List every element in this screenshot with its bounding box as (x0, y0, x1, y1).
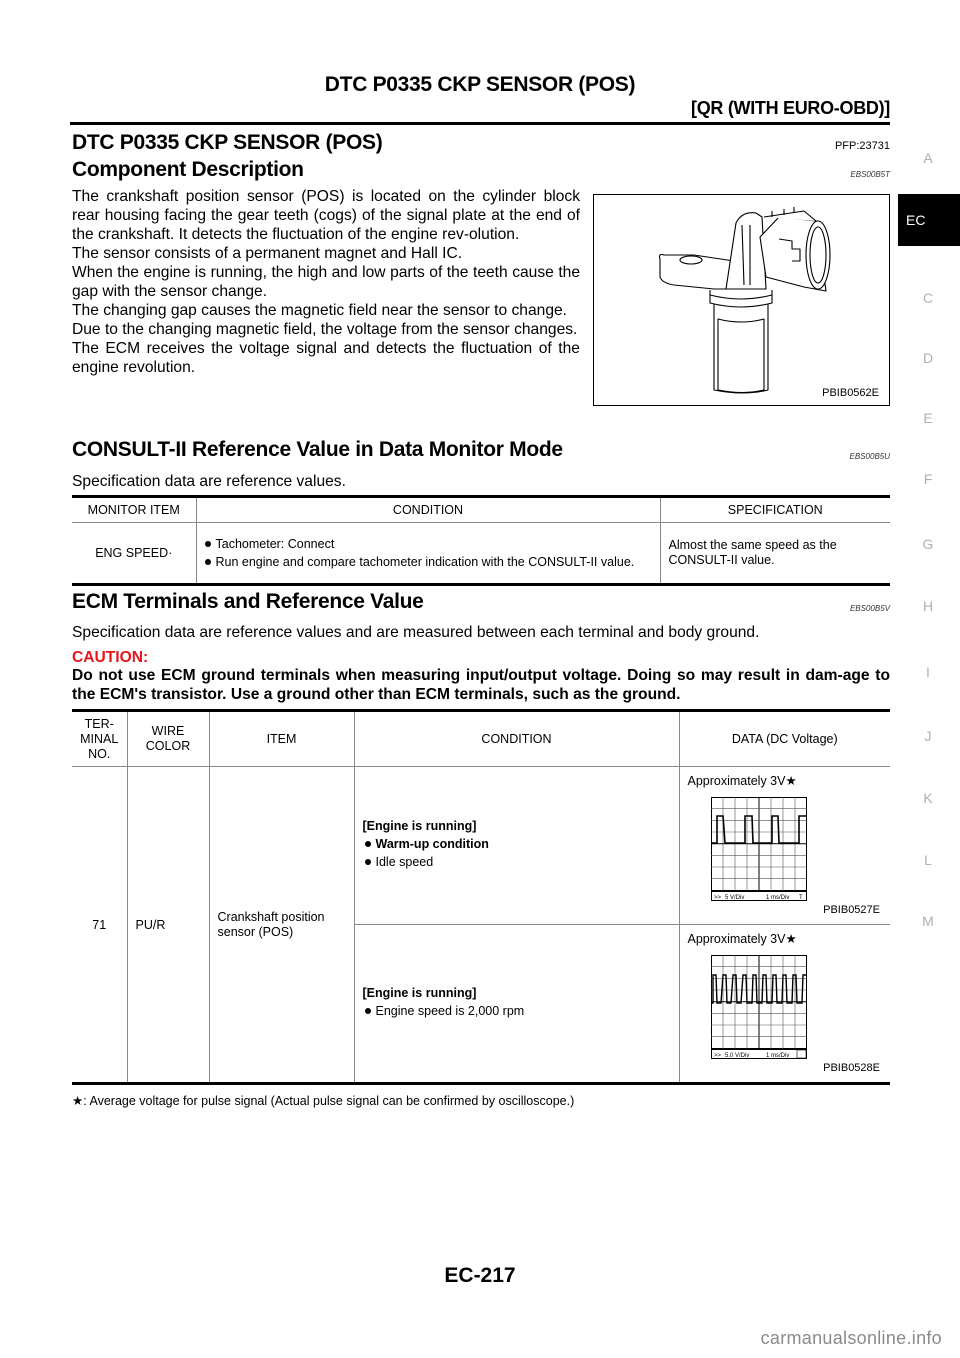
tab-i[interactable]: I (926, 664, 930, 680)
footnote: ★: Average voltage for pulse signal (Act… (72, 1093, 574, 1108)
tab-k[interactable]: K (923, 790, 933, 806)
tab-e[interactable]: E (923, 410, 933, 426)
figure-code: PBIB0528E (823, 1062, 880, 1074)
ecm-terminals-table: TER- MINAL NO. WIRE COLOR ITEM CONDITION… (72, 709, 890, 1085)
star-icon: ★ (785, 932, 797, 946)
star-icon: ★ (72, 1094, 84, 1108)
tab-ec[interactable]: EC (898, 194, 960, 246)
section-ref-code: EBS00B5V (849, 604, 890, 613)
column-header: SPECIFICATION (659, 496, 890, 523)
figure-code: PBIB0562E (822, 387, 879, 399)
svg-text:>>: >> (714, 1053, 722, 1059)
data-cell: Approximately 3V★ >> (678, 924, 890, 1084)
column-header: MONITOR ITEM (72, 496, 196, 523)
condition-cell: Tachometer: Connect Run engine and compa… (195, 522, 660, 585)
paragraph: The crankshaft position sensor (POS) is … (72, 188, 580, 243)
page-number: EC-217 (444, 1264, 516, 1287)
column-header-terminal: TER- MINAL NO. (72, 710, 127, 767)
caution-text: Do not use ECM ground terminals when mea… (72, 667, 890, 703)
column-header-wire-color: WIRE COLOR (126, 710, 209, 767)
tab-f[interactable]: F (923, 471, 933, 487)
wire-color: PU/R (126, 766, 209, 1084)
tab-a[interactable]: A (923, 150, 933, 166)
column-header: CONDITION (195, 496, 660, 523)
footnote-text: : Average voltage for pulse signal (Actu… (83, 1094, 575, 1108)
tab-l[interactable]: L (924, 852, 932, 868)
section-note: Specification data are reference values. (72, 473, 346, 490)
condition-bullet: Run engine and compare tachometer indica… (203, 555, 654, 569)
watermark: carmanualsonline.info (760, 1328, 942, 1348)
section-ref-code: EBS00B5T (850, 170, 890, 179)
caution-label: CAUTION: (72, 649, 149, 666)
oscilloscope-waveform-icon: >> 5 V/Div 1 ms/Div T (710, 797, 807, 901)
column-header-item: ITEM (208, 710, 354, 767)
monitor-item: ENG SPEED· (95, 546, 173, 560)
oscilloscope-waveform-icon: >> 5.0 V/Div 1 ms/Div (710, 955, 807, 1059)
tab-d[interactable]: D (922, 350, 934, 366)
part-code: PFP:23731 (834, 140, 890, 152)
paragraph: The ECM receives the voltage signal and … (72, 340, 580, 376)
paragraph: When the engine is running, the high and… (72, 264, 580, 300)
data-value: Approximately 3V★ (688, 773, 797, 788)
data-value: Approximately 3V★ (688, 931, 797, 946)
specification-cell: Almost the same speed as the CONSULT-II … (659, 522, 890, 585)
figure-code: PBIB0527E (823, 904, 880, 916)
scope-time-label: 1 ms/Div (766, 1053, 789, 1059)
tab-h[interactable]: H (922, 598, 934, 614)
scope-voltage-label: 5 V/Div (725, 895, 744, 901)
terminal-number: 71 (92, 917, 107, 932)
running-header-title: DTC P0335 CKP SENSOR (POS) (324, 73, 636, 96)
data-text: Approximately 3V (687, 932, 786, 946)
paragraph: Due to the changing magnetic field, the … (72, 321, 578, 338)
scope-time-label: 1 ms/Div (766, 895, 789, 901)
condition-bullet: Idle speed (363, 855, 671, 869)
condition-heading: [Engine is running] (362, 985, 477, 1000)
svg-text:>>: >> (714, 895, 722, 901)
data-cell: Approximately 3V★ >> (678, 766, 890, 925)
scope-trigger-label: T (799, 895, 803, 901)
condition-cell: [Engine is running] Engine speed is 2,00… (353, 924, 679, 1084)
tab-m[interactable]: M (922, 913, 934, 929)
section-note: Specification data are reference values … (72, 624, 760, 641)
scope-voltage-label: 5.0 V/Div (725, 1053, 749, 1059)
table-row: ENG SPEED· Tachometer: Connect Run engin… (72, 522, 890, 585)
condition-heading: [Engine is running] (362, 818, 477, 833)
item-name: Crankshaft position sensor (POS) (208, 766, 354, 1084)
page-title: DTC P0335 CKP SENSOR (POS) (72, 131, 383, 154)
section-heading-ecm-terminals: ECM Terminals and Reference Value (72, 590, 424, 613)
data-text: Approximately 3V (687, 774, 786, 788)
condition-cell: [Engine is running] Warm-up condition Id… (353, 766, 679, 925)
column-header-data: DATA (DC Voltage) (678, 710, 890, 767)
header-rule (70, 122, 890, 125)
sensor-figure: PBIB0562E (593, 194, 890, 406)
section-heading-component-description: Component Description (72, 158, 304, 181)
section-heading-consult: CONSULT-II Reference Value in Data Monit… (72, 438, 563, 461)
star-icon: ★ (785, 774, 797, 788)
condition-bullet: Tachometer: Connect (203, 537, 654, 551)
tab-c[interactable]: C (922, 290, 934, 306)
condition-bullet: Warm-up condition (363, 837, 671, 851)
consult-reference-table: MONITOR ITEM CONDITION SPECIFICATION ENG… (72, 495, 890, 586)
paragraph: The changing gap causes the magnetic fie… (72, 302, 567, 319)
tab-g[interactable]: G (922, 536, 934, 552)
column-header-condition: CONDITION (353, 710, 679, 767)
component-description-text: The crankshaft position sensor (POS) is … (72, 187, 580, 377)
running-header-subtitle: [QR (WITH EURO-OBD)] (691, 98, 890, 118)
table-row: [Engine is running] Engine speed is 2,00… (72, 924, 890, 1084)
paragraph: The sensor consists of a permanent magne… (72, 245, 463, 262)
section-ref-code: EBS00B5U (849, 452, 890, 461)
condition-bullet: Engine speed is 2,000 rpm (363, 1004, 671, 1018)
tab-j[interactable]: J (924, 728, 932, 744)
table-row: 71 PU/R Crankshaft position sensor (POS)… (72, 766, 890, 1084)
crankshaft-position-sensor-icon (658, 207, 831, 394)
